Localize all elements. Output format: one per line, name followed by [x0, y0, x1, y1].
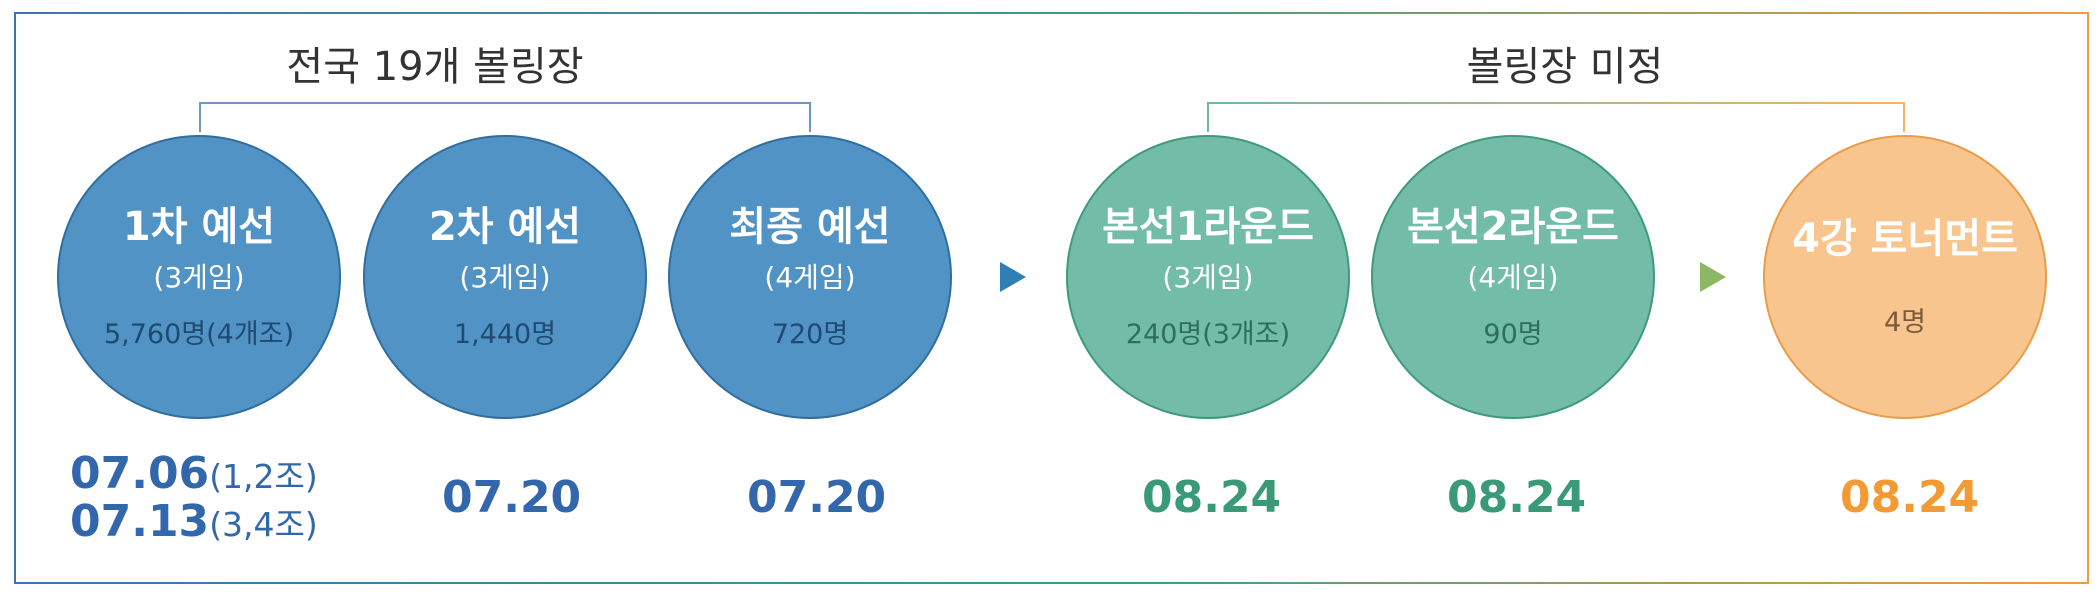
stage-count: 720명 [771, 318, 849, 350]
date-2nd-prelim: 07.20 [442, 472, 582, 523]
date-main-round-2: 08.24 [1447, 472, 1587, 523]
date-final-prelim: 07.20 [747, 472, 887, 523]
group-label-nationwide: 전국 19개 볼링장 [286, 44, 584, 90]
stage-title: 4강 토너먼트 [1792, 215, 2018, 262]
stage-circle-final-prelim: 최종 예선 (4게임) 720명 [668, 135, 952, 419]
stage-count: 240명(3개조) [1125, 318, 1291, 350]
stage-circle-final-four: 4강 토너먼트 4명 [1763, 135, 2047, 419]
stage-title: 2차 예선 [428, 203, 582, 250]
date-main: 07.06 [70, 448, 210, 499]
arrow-right-icon [1000, 262, 1026, 292]
stage-games: (3게임) [1162, 260, 1254, 294]
stage-games: (4게임) [764, 260, 856, 294]
stage-circle-main-round-1: 본선1라운드 (3게임) 240명(3개조) [1066, 135, 1350, 419]
date-main: 07.13 [70, 496, 210, 547]
date-sub: (1,2조) [209, 457, 318, 496]
stage-count: 90명 [1483, 318, 1543, 350]
arrow-right-icon [1700, 262, 1726, 292]
stage-games: (4게임) [1467, 260, 1559, 294]
stage-games: (3게임) [459, 260, 551, 294]
stage-title: 본선1라운드 [1102, 203, 1314, 250]
diagram-frame [14, 12, 2089, 584]
stage-title: 1차 예선 [122, 203, 276, 250]
stage-circle-main-round-2: 본선2라운드 (4게임) 90명 [1371, 135, 1655, 419]
stage-count: 1,440명 [453, 318, 557, 350]
stage-count: 4명 [1883, 306, 1927, 338]
bracket-undecided [1207, 102, 1905, 132]
date-final-four: 08.24 [1840, 472, 1980, 523]
date-1st-prelim-a: 07.06(1,2조) [70, 448, 318, 499]
bracket-nationwide [199, 102, 811, 132]
stage-count: 5,760명(4개조) [103, 318, 295, 350]
stage-circle-2nd-prelim: 2차 예선 (3게임) 1,440명 [363, 135, 647, 419]
stage-title: 최종 예선 [729, 203, 891, 250]
stage-circle-1st-prelim: 1차 예선 (3게임) 5,760명(4개조) [57, 135, 341, 419]
date-1st-prelim-b: 07.13(3,4조) [70, 496, 318, 547]
stage-title: 본선2라운드 [1407, 203, 1619, 250]
group-label-undecided: 볼링장 미정 [1466, 44, 1664, 90]
date-sub: (3,4조) [209, 505, 318, 544]
stage-games: (3게임) [153, 260, 245, 294]
date-main-round-1: 08.24 [1142, 472, 1282, 523]
